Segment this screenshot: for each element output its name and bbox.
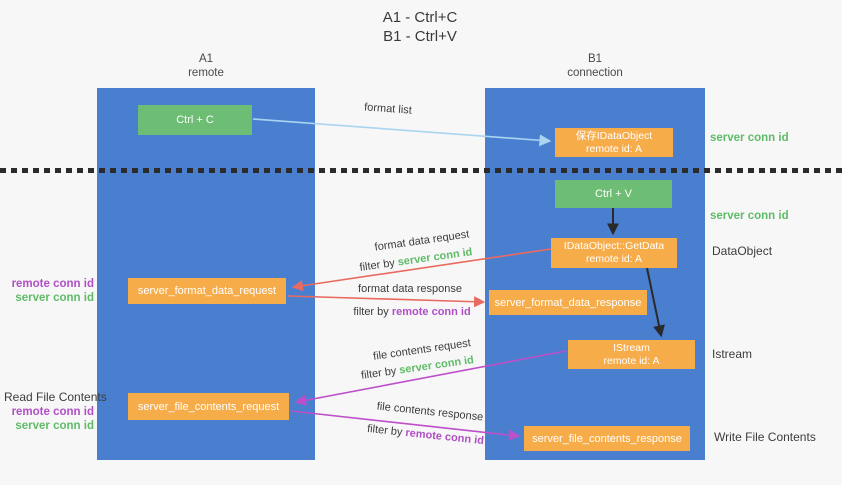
server-conn-id-filter-1: server conn id	[396, 246, 474, 269]
lane-header-b1: B1 connection	[485, 52, 705, 80]
format-response-filter-label: filter by remote conn id	[336, 306, 488, 318]
lane-header-a1: A1 remote	[97, 52, 315, 80]
server-format-data-response-node: server_format_data_response	[489, 290, 647, 315]
format-data-response-arrow	[287, 295, 486, 308]
filter-by-text-3: filter by	[360, 365, 398, 382]
server-file-contents-response-node: server_file_contents_response	[524, 426, 690, 451]
server-conn-id-right-top: server conn id	[710, 132, 789, 144]
phase-divider-dotted-line	[0, 168, 842, 173]
lane-b-name: connection	[567, 67, 623, 79]
ctrl-v-label: Ctrl + V	[595, 188, 632, 200]
istream-line2: remote id: A	[603, 354, 660, 367]
remote-conn-id-filter-1: remote conn id	[391, 306, 471, 318]
server-file-contents-request-node: server_file_contents_request	[128, 393, 289, 420]
remote-conn-id-left-format: remote conn id	[11, 278, 94, 290]
istream-line1: IStream	[613, 341, 650, 354]
filter-by-text-2: filter by	[353, 306, 389, 318]
server-file-contents-request-label: server_file_contents_request	[137, 400, 280, 413]
lane-b-id: B1	[587, 53, 603, 65]
title-line-1: A1 - Ctrl+C	[382, 9, 458, 26]
server-conn-id-left-file: server conn id	[15, 420, 94, 432]
ctrl-c-node: Ctrl + C	[138, 105, 252, 135]
filter-by-text-4: filter by	[366, 422, 404, 439]
filter-by-text-1: filter by	[358, 257, 396, 274]
ctrl-v-node: Ctrl + V	[555, 180, 672, 208]
save-dataobject-line1: 保存IDataObject	[575, 129, 653, 142]
istream-node: IStream remote id: A	[568, 340, 695, 369]
remote-conn-id-filter-2: remote conn id	[404, 426, 485, 448]
server-conn-id-right-mid: server conn id	[710, 210, 789, 222]
getdata-line2: remote id: A	[585, 253, 643, 265]
write-file-contents-label: Write File Contents	[714, 430, 816, 444]
diagram-title: A1 - Ctrl+C B1 - Ctrl+V	[320, 8, 520, 46]
istream-side-label: Istream	[712, 347, 753, 361]
server-format-data-request-node: server_format_data_request	[128, 278, 286, 304]
server-conn-id-left-format: server conn id	[15, 292, 94, 304]
dataobject-label: DataObject	[712, 244, 773, 258]
server-format-data-response-label: server_format_data_response	[494, 296, 642, 309]
getdata-node: IDataObject::GetData remote id: A	[551, 238, 677, 268]
getdata-line1: IDataObject::GetData	[563, 240, 665, 252]
save-dataobject-line2: remote id: A	[585, 142, 643, 155]
title-line-2: B1 - Ctrl+V	[383, 28, 457, 45]
server-format-data-request-label: server_format_data_request	[137, 285, 277, 297]
format-list-label: format list	[363, 101, 413, 117]
read-file-contents-label: Read File Contents	[4, 390, 107, 404]
save-dataobject-node: 保存IDataObject remote id: A	[555, 128, 673, 157]
remote-conn-id-left-file: remote conn id	[11, 406, 94, 418]
server-file-contents-response-label: server_file_contents_response	[532, 432, 682, 445]
ctrl-c-label: Ctrl + C	[176, 114, 214, 126]
lane-a-id: A1	[198, 53, 214, 65]
file-contents-response-label: file contents response	[376, 400, 484, 424]
lane-a-name: remote	[188, 67, 224, 79]
format-data-response-label: format data response	[358, 283, 462, 295]
file-response-filter-label: filter by remote conn id	[348, 421, 503, 449]
